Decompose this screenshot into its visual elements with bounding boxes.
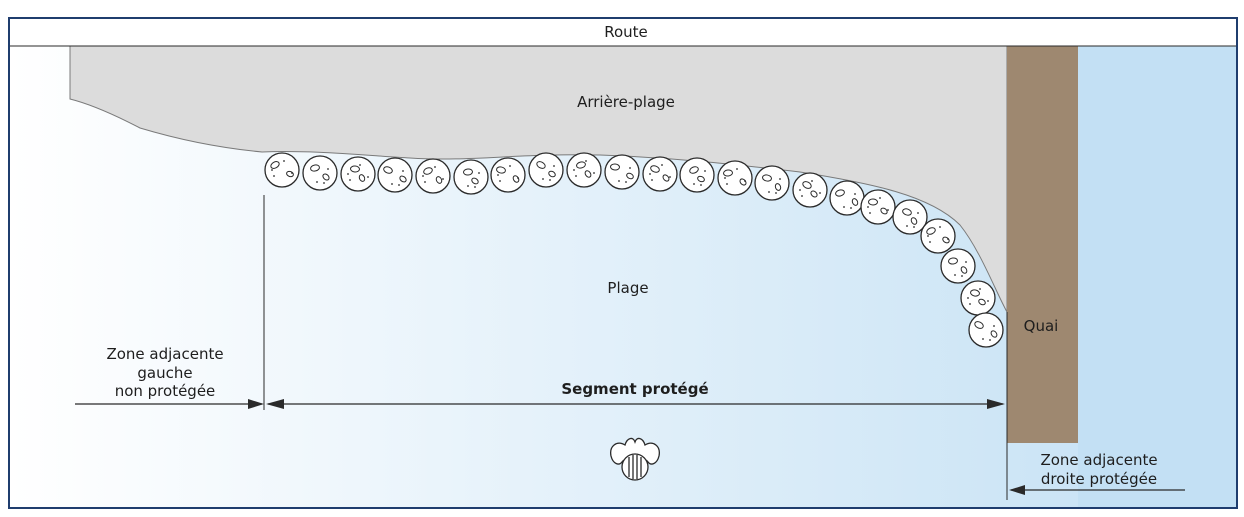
quay [1007, 46, 1078, 443]
boulder-icon [920, 218, 956, 254]
boulder-row [264, 152, 1004, 348]
boulder-icon [377, 157, 413, 193]
left-zone-label-line2: gauche [137, 364, 192, 382]
boulder-icon [264, 152, 300, 188]
boulder-icon [717, 160, 753, 196]
open-water [1078, 46, 1237, 508]
boulder-icon [829, 180, 865, 216]
boulder-icon [528, 152, 564, 188]
road-band [9, 18, 1237, 46]
boulder-icon [968, 312, 1004, 348]
boulder-icon [566, 152, 602, 188]
boulder-icon [453, 159, 489, 195]
frame-border [8, 17, 1238, 509]
right-zone-arrowhead [1009, 485, 1025, 495]
boulder-icon [340, 156, 376, 192]
backshore-label: Arrière-plage [577, 93, 675, 111]
boulder-icon [960, 280, 996, 316]
boulder-icon [792, 172, 828, 208]
left-zone-label-line3: non protégée [115, 382, 216, 400]
boulder-icon [940, 248, 976, 284]
boulder-icon [302, 155, 338, 191]
segment-arrowhead-right [987, 399, 1005, 409]
boulder-icon [892, 199, 928, 235]
road-label: Route [604, 23, 648, 41]
boulder-icon [490, 157, 526, 193]
quay-label: Quai [1024, 317, 1059, 335]
right-zone-label-line1: Zone adjacente [1040, 451, 1157, 469]
left-zone-arrowhead [248, 399, 264, 409]
boulder-icon [642, 156, 678, 192]
segment-arrowhead-left [266, 399, 284, 409]
boulder-icon [604, 154, 640, 190]
boulder-icon [415, 158, 451, 194]
boulder-icon [679, 157, 715, 193]
left-zone-label-line1: Zone adjacente [106, 345, 223, 363]
beach-label: Plage [607, 279, 648, 297]
boulder-icon [754, 165, 790, 201]
right-zone-label-line2: droite protégée [1041, 470, 1157, 488]
boulder-icon [860, 189, 896, 225]
swimmer-icon [610, 437, 660, 481]
protected-segment-label: Segment protégé [561, 380, 708, 398]
